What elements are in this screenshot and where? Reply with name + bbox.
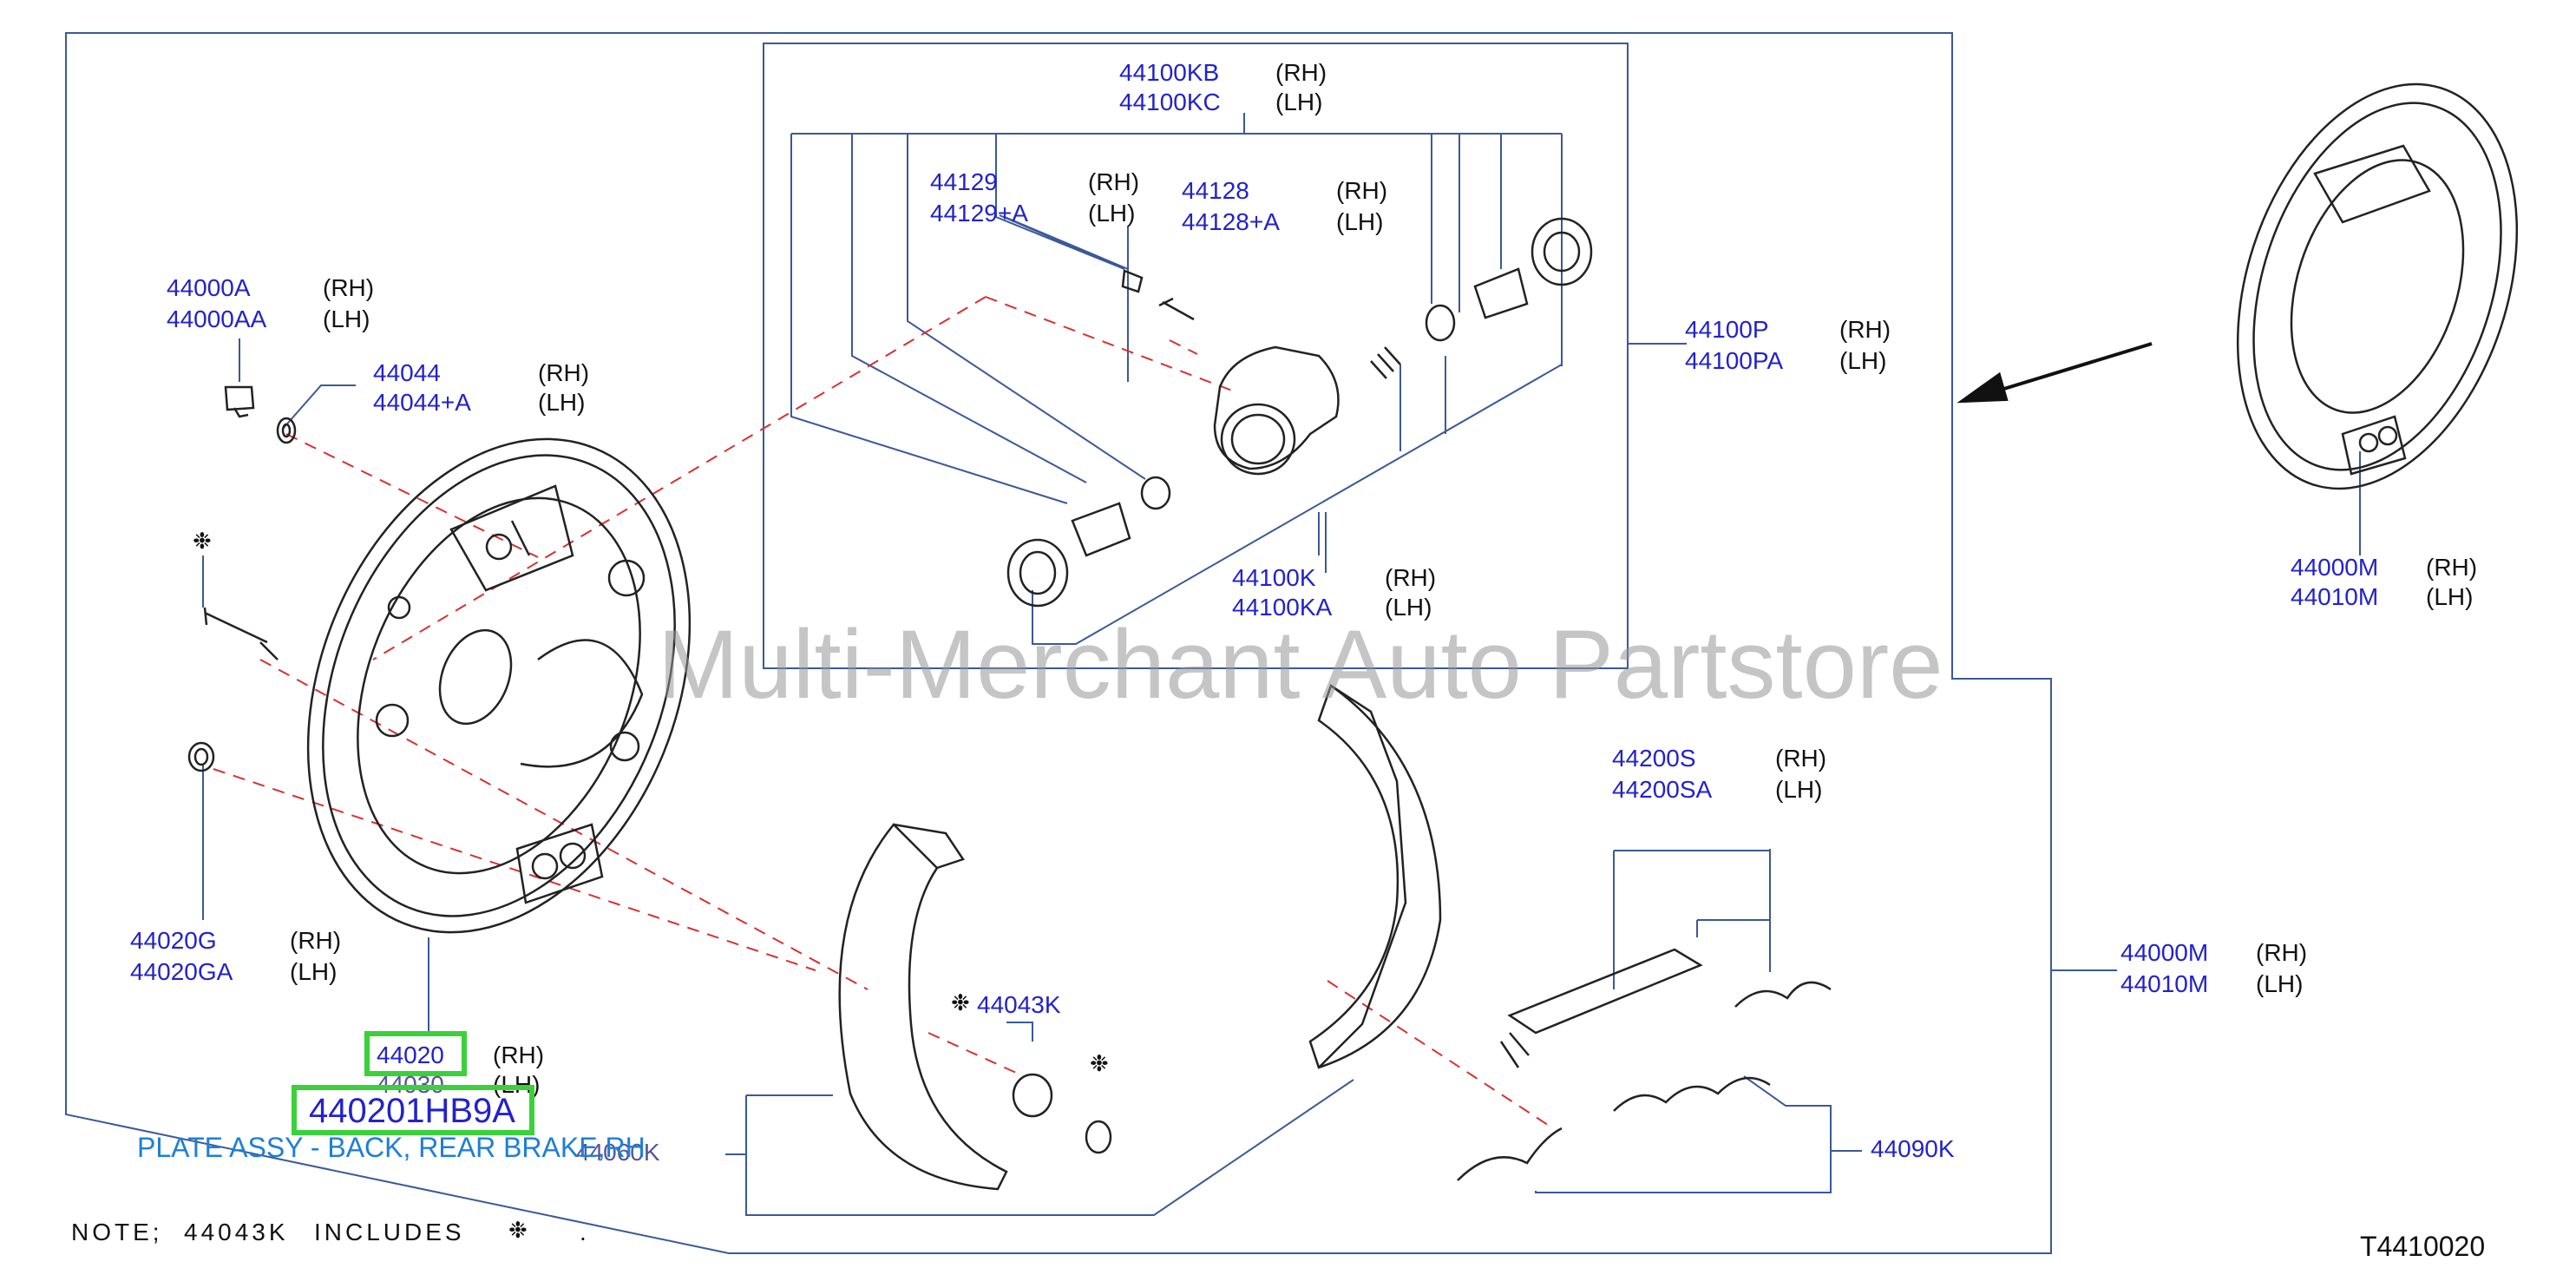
side-rh: (RH) [1775,745,1827,772]
part-number-44090K[interactable]: 44090K [1871,1135,1955,1162]
part-number-lh[interactable]: 44100KC [1119,89,1221,115]
side-lh: (LH) [1839,347,1887,374]
side-lh: (LH) [1088,200,1136,227]
part-number-lh[interactable]: 44020GA [130,958,233,985]
side-rh: (RH) [1275,59,1327,86]
part-number-lh[interactable]: 44100KA [1232,594,1333,621]
view-direction-arrow [1957,342,2153,404]
brake-shoes-drawing [838,684,1442,1191]
selected-part-number[interactable]: 440201HB9A [309,1092,515,1130]
part-number-rh[interactable]: 44100K [1232,564,1316,591]
part-number-lh[interactable]: 44044+A [373,389,471,416]
star-bolt-icon: ❉ [951,989,970,1015]
part-number-rh[interactable]: 44100P [1685,316,1769,343]
backing-plate-drawing [306,437,692,934]
selected-part-description: PLATE ASSY - BACK, REAR BRAKE,RH [137,1132,646,1163]
assembled-brake-drum-drawing [2236,82,2519,490]
part-number-lh[interactable]: 44010M [2120,970,2209,997]
side-lh: (LH) [323,306,370,332]
side-rh: (RH) [1336,177,1388,204]
part-number-rh[interactable]: 44100KB [1119,59,1220,86]
bleeder-screw-44000A [224,385,255,418]
side-lh: (LH) [1385,594,1432,621]
part-number-44060K[interactable]: 44060K [576,1139,660,1166]
highlight-box-selected-part [292,1085,534,1135]
part-number-rh[interactable]: 44200S [1612,745,1696,772]
part-number-rh[interactable]: 44000M [2291,554,2379,581]
part-number-lh[interactable]: 44200SA [1612,776,1713,803]
part-number-lh[interactable]: 44100PA [1685,347,1784,374]
part-number-rh[interactable]: 44044 [373,359,441,386]
side-rh: (RH) [323,274,375,301]
side-lh: (LH) [290,958,338,985]
drawing-code: T4410020 [2360,1231,2486,1262]
part-number-lh[interactable]: 44000AA [167,306,267,332]
note-part: 44043K [184,1219,289,1245]
side-lh: (LH) [2426,583,2474,610]
side-rh: (RH) [290,927,342,954]
adjuster-springs-drawing [1457,948,1832,1181]
part-number-rh[interactable]: 44020G [130,927,217,954]
note-word: INCLUDES [314,1219,465,1245]
part-number-rh[interactable]: 44128 [1182,177,1249,204]
watermark: Multi-Merchant Auto Partstore [658,610,1943,719]
part-number-rh[interactable]: 44000A [167,274,251,301]
side-lh: (LH) [1275,89,1323,115]
part-number-rh[interactable]: 44000M [2120,939,2209,966]
part-number-lh[interactable]: 44128+A [1182,208,1280,235]
side-rh: (RH) [1088,168,1140,195]
side-rh: (RH) [2256,939,2308,966]
note-prefix: NOTE; [71,1219,163,1245]
side-rh: (RH) [538,359,590,386]
wheel-cylinder-parts [1006,217,1593,608]
note-end: . [580,1219,590,1245]
star-bolt-icon: ❉ [193,528,212,554]
side-rh: (RH) [493,1042,545,1068]
part-number-rh[interactable]: 44020 [377,1042,444,1068]
part-number-44043K[interactable]: 44043K [977,991,1061,1018]
side-rh: (RH) [2426,554,2478,581]
side-rh: (RH) [1385,564,1437,591]
outer-frame [65,32,2052,1254]
star-bolt-icon: ❉ [1090,1050,1109,1076]
cylinder-inset-box [763,43,1629,669]
side-lh: (LH) [1775,776,1823,803]
part-number-lh[interactable]: 44030 [377,1071,444,1098]
star-bolt-icon: ❉ [508,1217,528,1243]
part-number-lh[interactable]: 44129+A [930,200,1028,227]
part-number-lh[interactable]: 44010M [2291,583,2379,610]
side-lh: (LH) [1336,208,1384,235]
highlight-box-44020 [364,1031,467,1076]
side-lh: (LH) [2256,970,2304,997]
part-number-rh[interactable]: 44129 [930,168,998,195]
side-rh: (RH) [1839,316,1891,343]
side-lh: (LH) [538,389,586,416]
